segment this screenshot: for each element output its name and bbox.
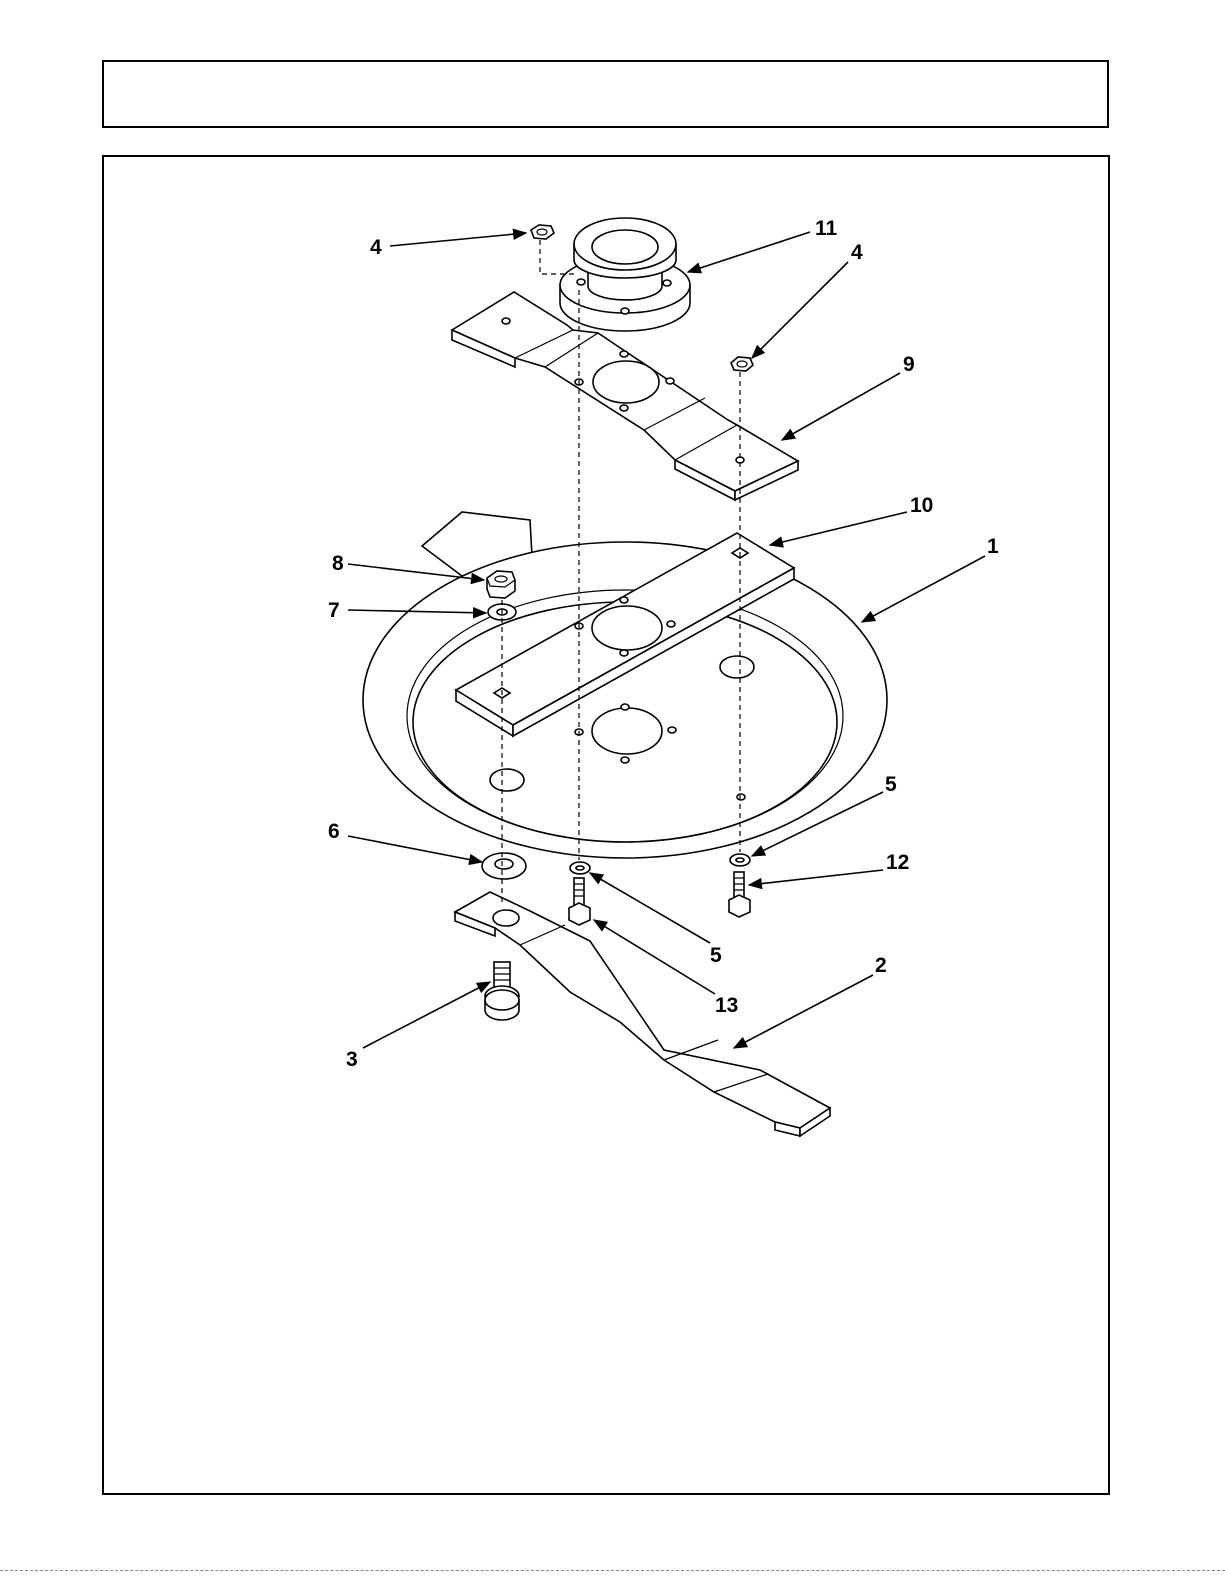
callout-13: 13 (715, 994, 738, 1017)
callout-6: 6 (328, 820, 340, 843)
callout-9: 9 (903, 353, 915, 376)
small-washer-right (730, 854, 750, 866)
callout-3: 3 (346, 1048, 358, 1071)
callout-10: 10 (910, 494, 933, 517)
callout-1: 1 (987, 535, 999, 558)
bolt-12 (729, 872, 750, 917)
bolt-13 (569, 878, 590, 925)
blade-disc (363, 512, 887, 858)
lock-nut (487, 571, 515, 598)
hex-nut-upper-left (531, 225, 554, 239)
callout-2: 2 (875, 954, 887, 977)
callout-8: 8 (332, 552, 344, 575)
hex-nut-upper-right (731, 357, 753, 371)
callout-4-right: 4 (851, 241, 863, 264)
flat-washer (482, 853, 526, 879)
callout-11: 11 (815, 217, 838, 240)
callout-4-left: 4 (370, 236, 382, 259)
callout-5-lower: 5 (710, 944, 722, 967)
small-washer-left (570, 862, 590, 874)
blade-bolt (485, 962, 519, 1020)
page-bottom-rule (0, 1570, 1225, 1571)
callout-7: 7 (328, 599, 340, 622)
callout-12: 12 (886, 851, 909, 874)
hub-flange (560, 218, 690, 331)
callout-5-right: 5 (885, 773, 897, 796)
